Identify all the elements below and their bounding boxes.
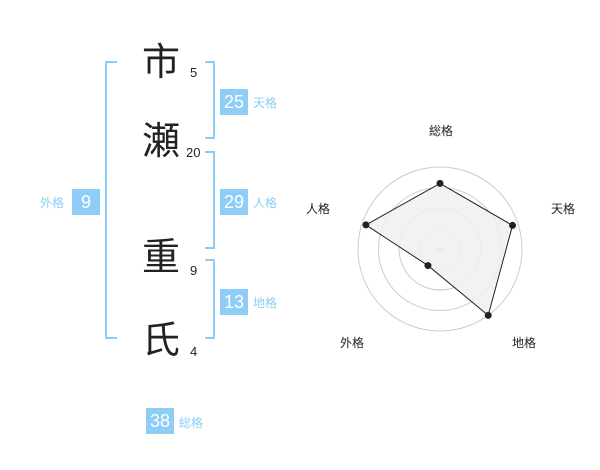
name-char-4: 氏 <box>142 318 181 362</box>
tenkaku-value: 25 <box>220 89 248 115</box>
name-char-1-strokes: 5 <box>190 65 198 80</box>
tenkaku-bracket <box>205 61 215 139</box>
jinkaku-bracket <box>205 151 215 249</box>
name-char-4-strokes: 4 <box>190 344 198 359</box>
radar-point-5 <box>362 221 370 229</box>
chikaku-label: 地格 <box>253 296 278 310</box>
radar-label-jinkaku: 人格 <box>305 202 330 216</box>
radar-area <box>364 182 514 317</box>
soukaku-label: 総格 <box>179 416 204 430</box>
radar-label-tenkaku: 天格 <box>550 202 575 216</box>
tenkaku-label: 天格 <box>253 96 278 110</box>
radar-points <box>362 179 517 319</box>
jinkaku-value: 29 <box>220 189 248 215</box>
chikaku-bracket <box>205 259 215 339</box>
radar-point-4 <box>424 262 432 270</box>
radar-label-soukaku: 総格 <box>428 124 453 138</box>
radar-point-2 <box>509 221 517 229</box>
name-char-3-strokes: 9 <box>190 263 198 278</box>
jinkaku-label: 人格 <box>253 196 278 210</box>
radar-point-3 <box>484 311 492 319</box>
gaikaku-value: 9 <box>72 189 100 215</box>
radar-label-chikaku: 地格 <box>511 336 536 350</box>
name-char-2-strokes: 20 <box>186 145 201 160</box>
name-char-1: 市 <box>142 40 181 84</box>
chikaku-value: 13 <box>220 289 248 315</box>
name-char-2: 瀬 <box>142 119 181 163</box>
gaikaku-bracket <box>105 61 117 339</box>
name-char-3: 重 <box>142 235 181 279</box>
soukaku-value: 38 <box>146 408 174 434</box>
radar-point-1 <box>436 179 444 187</box>
gaikaku-label: 外格 <box>40 196 65 210</box>
radar-label-gaikaku: 外格 <box>339 336 364 350</box>
